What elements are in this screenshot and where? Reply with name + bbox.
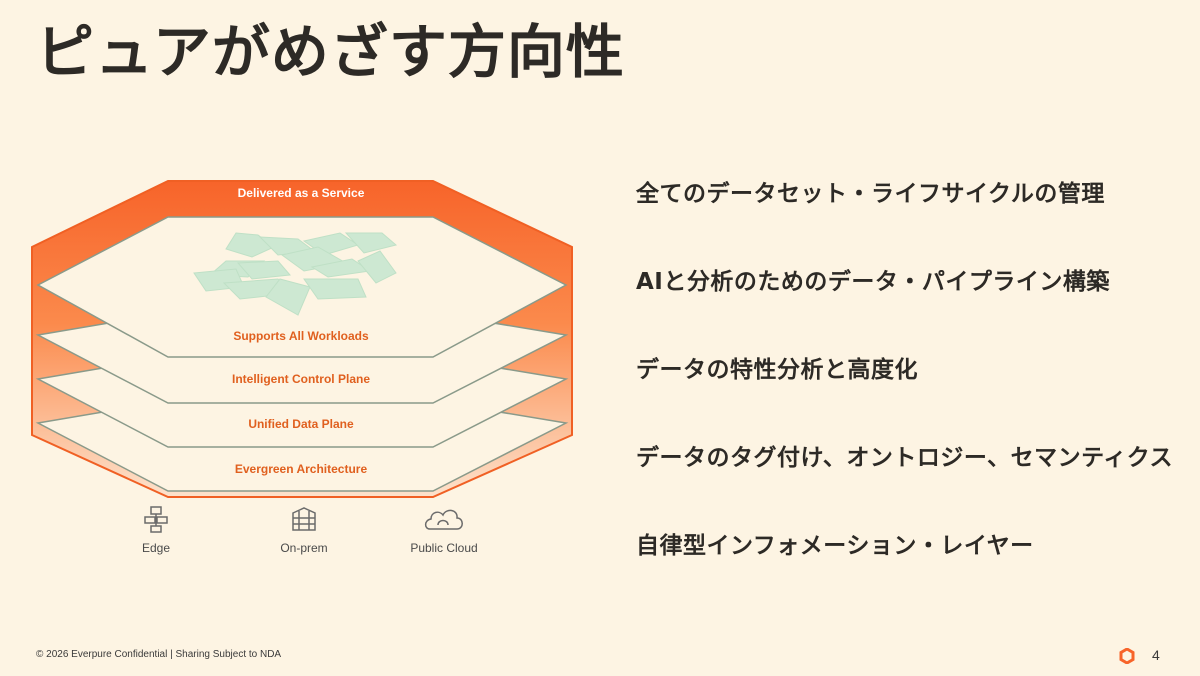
location-label-cloud: Public Cloud (410, 541, 478, 555)
goals-list: 全てのデータセット・ライフサイクルの管理 AIと分析のためのデータ・パイプライン… (636, 170, 1176, 610)
location-label-onprem: On-prem (280, 541, 328, 555)
brand-logo-icon (1119, 648, 1135, 664)
slide-title: ピュアがめざす方向性 (36, 18, 625, 86)
layer-label-service: Delivered as a Service (237, 186, 365, 200)
footer-confidential: © 2026 Everpure Confidential | Sharing S… (36, 649, 282, 660)
layer-label-evergreen: Evergreen Architecture (234, 462, 368, 476)
layer-label-data-plane: Unified Data Plane (248, 417, 354, 431)
goal-item: AIと分析のためのデータ・パイプライン構築 (636, 269, 1110, 295)
layer-label-workloads: Supports All Workloads (233, 329, 369, 343)
cloud-icon (424, 509, 463, 530)
location-label-edge: Edge (141, 541, 171, 555)
platform-diagram (31, 180, 573, 498)
goal-item: データのタグ付け、オントロジー、セマンティクス (636, 445, 1174, 471)
datacenter-icon (292, 507, 316, 531)
location-onprem: On-prem (244, 505, 364, 555)
page-number: 4 (1152, 647, 1160, 663)
workload-tiles (193, 232, 398, 316)
edge-icon (144, 506, 168, 533)
location-cloud: Public Cloud (384, 505, 504, 555)
layer-label-control-plane: Intelligent Control Plane (231, 372, 370, 386)
goal-item: 自律型インフォメーション・レイヤー (636, 533, 1034, 559)
goal-item: 全てのデータセット・ライフサイクルの管理 (636, 181, 1105, 207)
goal-item: データの特性分析と高度化 (636, 357, 918, 383)
location-edge: Edge (96, 505, 216, 555)
